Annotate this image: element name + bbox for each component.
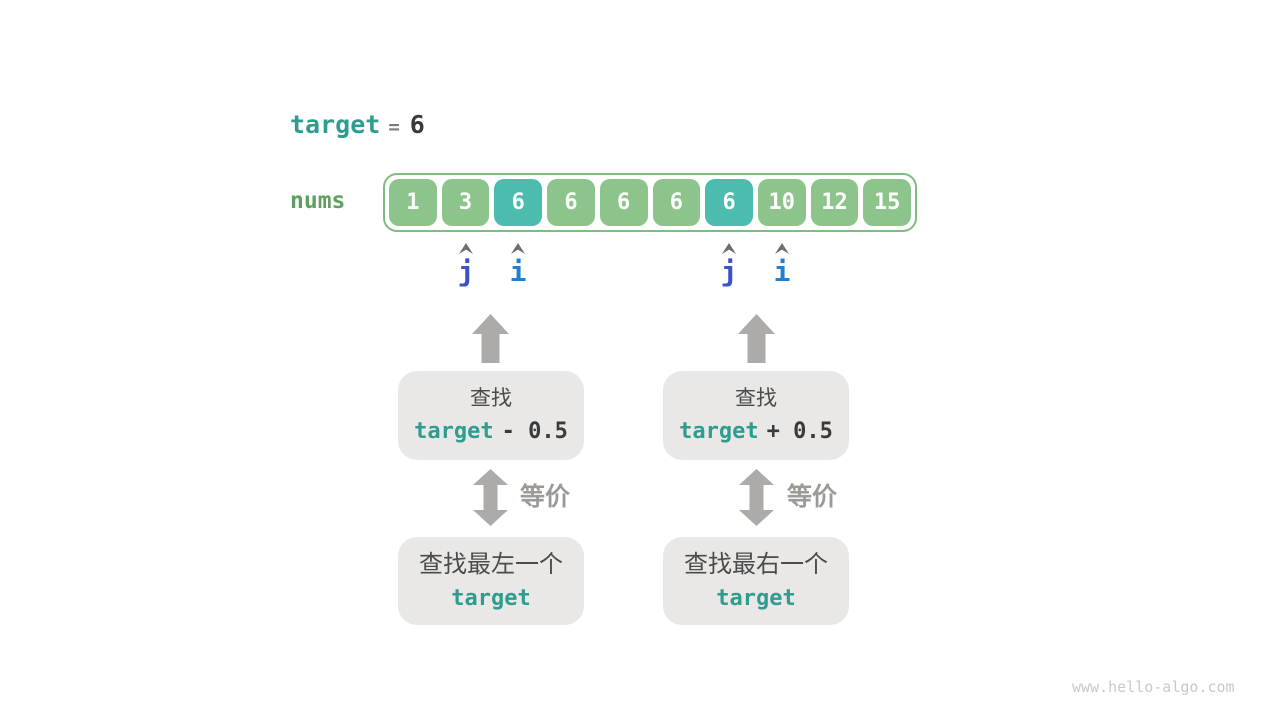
array-cell: 12 (810, 179, 859, 226)
array-cell: 10 (757, 179, 806, 226)
equivalence-arrow-icon (739, 469, 774, 526)
target-variable: target (290, 110, 381, 139)
result-box-line1: 查找最右一个 (684, 550, 828, 578)
up-caret-icon (775, 243, 789, 254)
array-cell: 6 (705, 179, 753, 226)
pointer-label-j: j (720, 255, 738, 288)
pointer-j-right: j (707, 243, 751, 288)
equals-sign: = (388, 116, 400, 138)
equivalence-arrow-icon (473, 469, 508, 526)
array-cell: 6 (547, 179, 595, 226)
up-arrow-icon (472, 314, 509, 363)
nums-label: nums (290, 188, 346, 214)
pointer-i-left: i (496, 243, 540, 288)
expression-operator: - 0.5 (501, 418, 568, 444)
search-box-left: 查找 target - 0.5 (398, 371, 584, 460)
result-box-target: target (451, 585, 531, 611)
equivalence-label: 等价 (787, 483, 838, 511)
watermark: www.hello-algo.com (1072, 678, 1235, 696)
array-cell: 15 (863, 179, 912, 226)
result-box-line1: 查找最左一个 (419, 550, 563, 578)
search-box-right: 查找 target + 0.5 (663, 371, 849, 460)
result-box-right: 查找最右一个 target (663, 537, 849, 625)
target-assignment: target = 6 (290, 110, 425, 139)
expression-variable: target (679, 418, 759, 444)
pointer-i-right: i (760, 243, 804, 288)
array-cell: 1 (389, 179, 437, 226)
up-caret-icon (459, 243, 473, 254)
equivalence-label: 等价 (520, 483, 571, 511)
array-cell: 6 (652, 179, 701, 226)
expression-operator: + 0.5 (766, 418, 833, 444)
array-cell: 3 (441, 179, 490, 226)
nums-array: 1 3 6 6 6 6 6 10 12 15 (383, 173, 917, 232)
array-cell: 6 (599, 179, 648, 226)
search-box-line1: 查找 (735, 386, 777, 410)
up-arrow-icon (738, 314, 775, 363)
pointer-label-j: j (457, 255, 475, 288)
target-value: 6 (409, 110, 425, 139)
search-expression: target + 0.5 (679, 417, 833, 447)
up-caret-icon (511, 243, 525, 254)
expression-variable: target (414, 418, 494, 444)
search-expression: target - 0.5 (414, 417, 568, 447)
up-caret-icon (722, 243, 736, 254)
result-box-target: target (716, 585, 796, 611)
pointer-j-left: j (444, 243, 488, 288)
search-box-line1: 查找 (470, 386, 512, 410)
array-cell: 6 (494, 179, 543, 226)
result-box-left: 查找最左一个 target (398, 537, 584, 625)
pointer-label-i: i (509, 255, 527, 288)
pointer-label-i: i (773, 255, 791, 288)
